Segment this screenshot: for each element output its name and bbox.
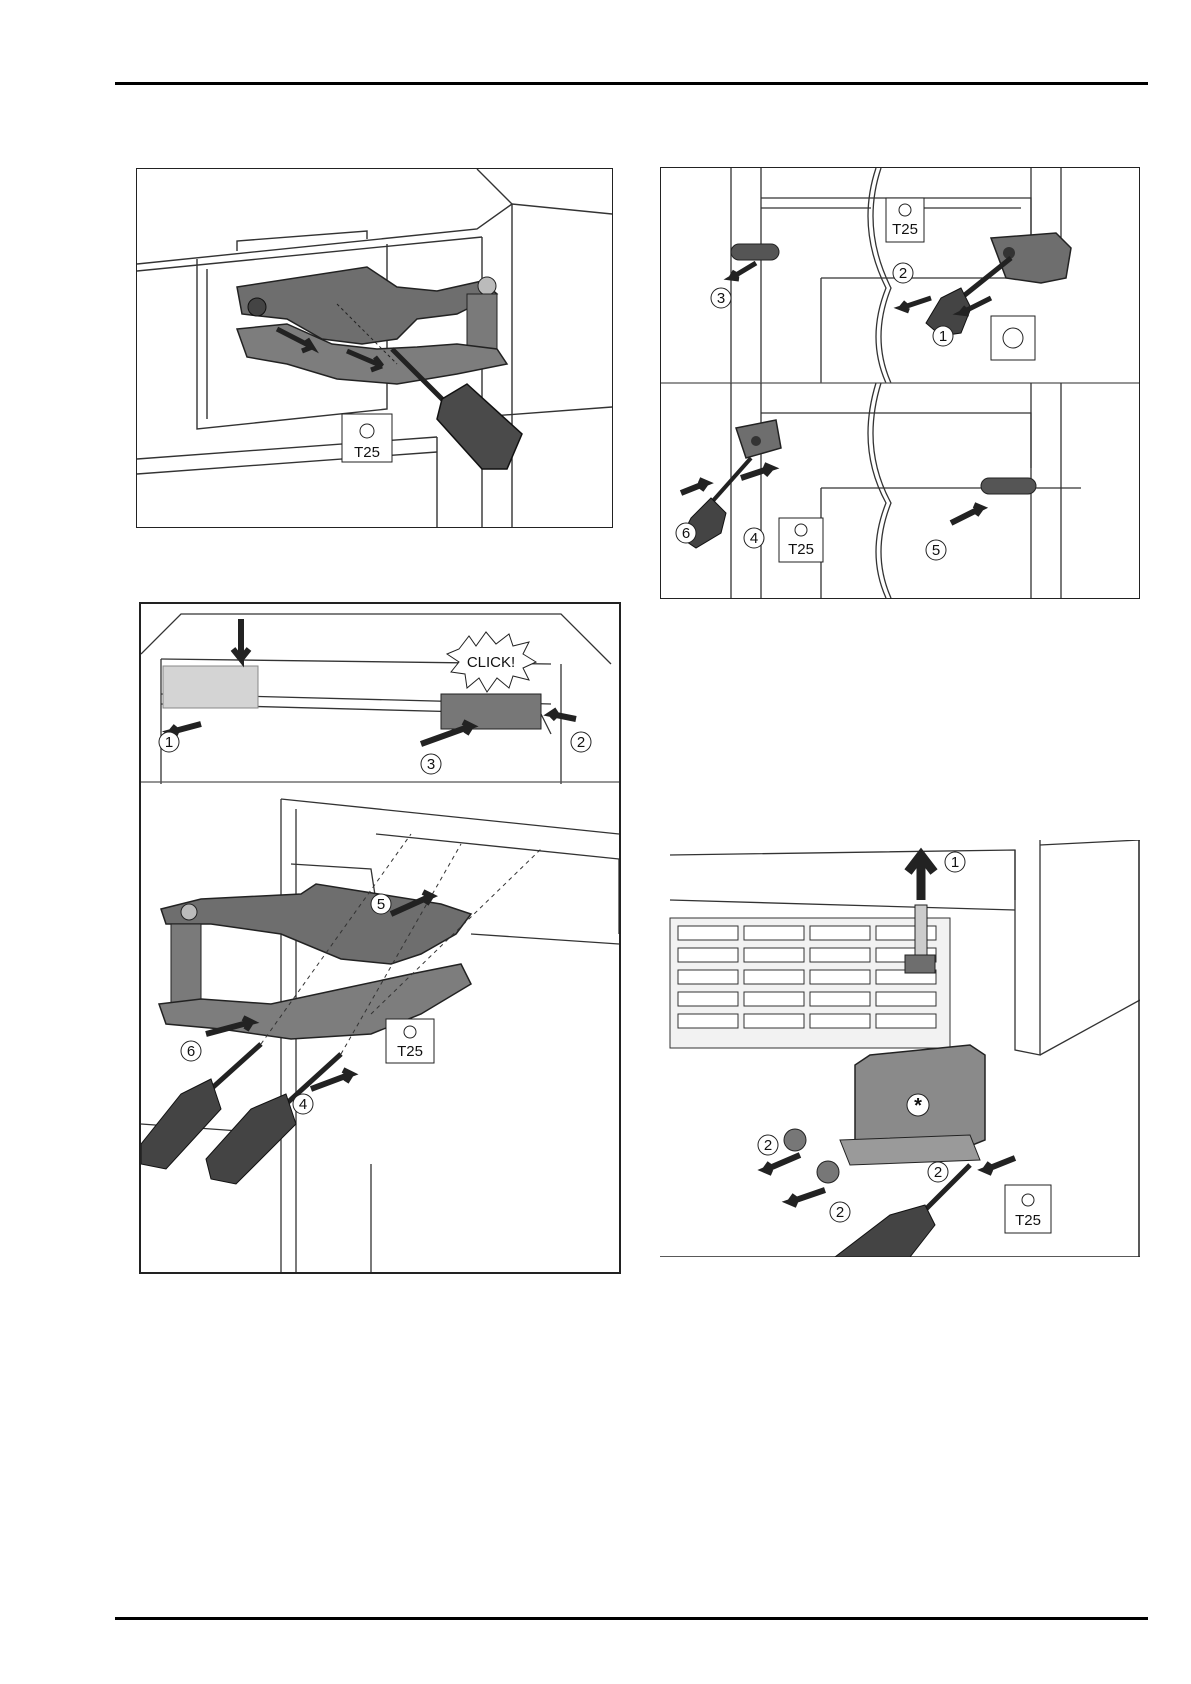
callout-5: 5 bbox=[932, 542, 940, 559]
callout-1: 1 bbox=[951, 854, 959, 871]
callout-5: 5 bbox=[377, 896, 385, 913]
click-burst: CLICK! bbox=[445, 631, 538, 693]
header-rule bbox=[115, 82, 1148, 85]
callout-1: 1 bbox=[939, 328, 947, 345]
callout-2c: 2 bbox=[934, 1164, 942, 1181]
callout-4: 4 bbox=[299, 1096, 307, 1113]
callout-3: 3 bbox=[717, 290, 725, 307]
torx-icon bbox=[403, 1025, 417, 1039]
figure-hinge-plate-swap: 3 2 T25 1 6 4 T25 5 bbox=[660, 167, 1140, 599]
bottom-hinge-illustration: 1 * 2 2 2 T25 bbox=[660, 840, 1140, 1257]
screwdriver-icon bbox=[141, 1042, 343, 1185]
tool-label-top: T25 bbox=[892, 221, 918, 238]
screw-icon bbox=[247, 297, 267, 317]
callout-4: 4 bbox=[750, 530, 758, 547]
callout-3: 3 bbox=[427, 756, 435, 773]
callout-2a: 2 bbox=[764, 1137, 772, 1154]
figure-bottom-hinge-removal: 1 * 2 2 2 T25 bbox=[660, 840, 1140, 1257]
tool-label: T25 bbox=[397, 1043, 423, 1060]
cover-refit-illustration: 1 2 3 CLICK! 5 6 bbox=[141, 613, 619, 1272]
hinge-icon bbox=[236, 266, 499, 345]
top-hinge-illustration: T25 bbox=[137, 169, 612, 527]
tool-label: T25 bbox=[354, 444, 380, 461]
callout-6: 6 bbox=[187, 1043, 195, 1060]
screw-icon bbox=[816, 1160, 840, 1184]
torx-icon bbox=[359, 423, 375, 439]
svg-text:*: * bbox=[914, 1095, 922, 1117]
torx-icon bbox=[1021, 1193, 1035, 1207]
callout-2: 2 bbox=[899, 265, 907, 282]
hinge-icon bbox=[989, 232, 1072, 284]
callout-2: 2 bbox=[577, 734, 585, 751]
torx-label-box: T25 bbox=[341, 413, 393, 463]
figure-cover-and-hinge-refit: 1 2 3 CLICK! 5 6 bbox=[139, 602, 621, 1274]
footer-rule bbox=[115, 1617, 1148, 1620]
screwdriver-icon bbox=[834, 1163, 972, 1257]
tool-label-bottom: T25 bbox=[788, 541, 814, 558]
callout-2b: 2 bbox=[836, 1204, 844, 1221]
hinge-icon bbox=[160, 883, 473, 965]
torx-icon bbox=[898, 203, 912, 217]
callout-1: 1 bbox=[165, 734, 173, 751]
figure-top-hinge-removal: T25 bbox=[136, 168, 613, 528]
screw-icon bbox=[783, 1128, 807, 1152]
click-label: CLICK! bbox=[467, 654, 515, 671]
screwdriver-icon bbox=[336, 303, 523, 470]
torx-icon bbox=[794, 523, 808, 537]
hinge-plate-illustration: 3 2 T25 1 6 4 T25 5 bbox=[661, 168, 1139, 598]
callout-6: 6 bbox=[682, 525, 690, 542]
tool-label: T25 bbox=[1015, 1212, 1041, 1229]
